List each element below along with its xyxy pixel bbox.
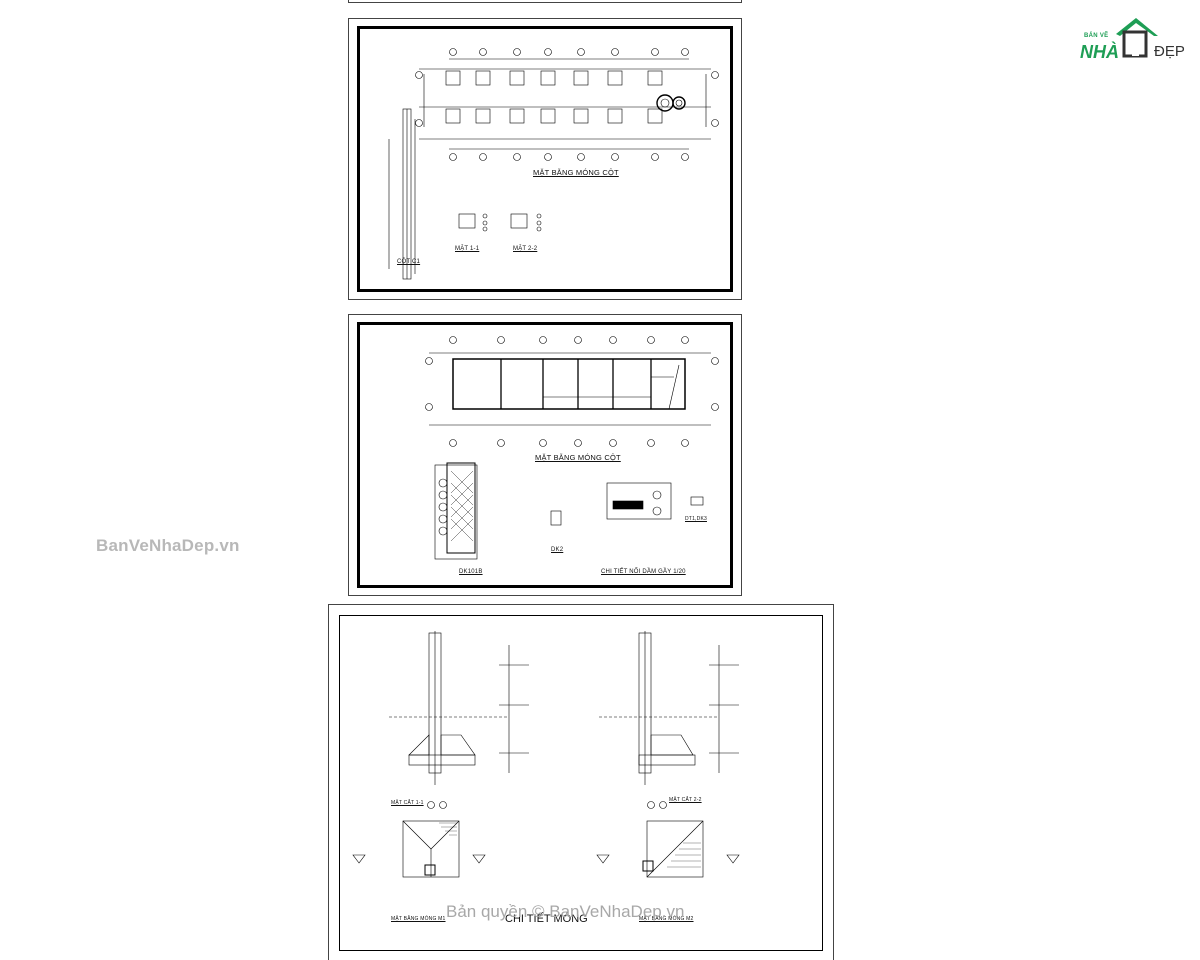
sheet-partial-top (348, 0, 742, 3)
beam-dk101b-label: DK101B (459, 569, 483, 575)
logo-dep-text: ĐẸP (1154, 43, 1185, 60)
beam-dk2-label: DK2 (551, 547, 564, 553)
plan-title: MẶT BẰNG MÓNG CỘT (533, 168, 619, 177)
foundation-detail-drawing (352, 631, 740, 878)
section-1-1-label: MẶT 1-1 (455, 246, 480, 252)
plan-right-label: MẶT BẰNG MÓNG M2 (639, 916, 694, 922)
section-right-label: MẶT CẮT 2-2 (669, 797, 702, 803)
sheet-3-border (339, 615, 823, 951)
sheet-foundation-plan-1: MẶT BẰNG MÓNG CỘT CỘT C1 MẶT 1-1 MẶT 2-2 (348, 18, 742, 300)
section-left-label: MẶT CẮT 1-1 (391, 800, 424, 806)
detail-label: CHI TIẾT NỐI DẦM GẦY 1/20 (601, 569, 686, 575)
watermark-bottom: Bản quyền © BanVeNhaDep.vn (446, 902, 685, 921)
house-logo-icon (1116, 18, 1158, 58)
beam-plan-drawing (425, 336, 719, 560)
logo-big-text: NHÀ (1080, 42, 1119, 62)
watermark-side: BanVeNhaDep.vn (96, 536, 240, 555)
sheet-3-title: CHI TIẾT MÓNG (505, 913, 588, 925)
foundation-plan-drawing (388, 48, 719, 280)
site-logo[interactable]: BẢN VẼ NHÀ ĐẸP (1078, 12, 1190, 62)
sheet-foundation-detail: MẶT CẮT 1-1 MẶT CẮT 2-2 MẶT BẰNG MÓNG M1… (328, 604, 834, 960)
sheet-foundation-plan-2: MẶT BẰNG MÓNG CỘT DK101B DK2 CHI TIẾT NỐ… (348, 314, 742, 596)
sheet-2-border (357, 322, 733, 588)
beam-dt1-label: DT1,DK3 (685, 516, 707, 522)
plan-left-label: MẶT BẰNG MÓNG M1 (391, 916, 446, 922)
logo-small-text: BẢN VẼ (1084, 33, 1109, 39)
plan-title-2: MẶT BẰNG MÓNG CỘT (535, 453, 621, 462)
section-2-2-label: MẶT 2-2 (513, 246, 538, 252)
sheet-1-border (357, 26, 733, 292)
column-c1-label: CỘT C1 (397, 259, 421, 265)
